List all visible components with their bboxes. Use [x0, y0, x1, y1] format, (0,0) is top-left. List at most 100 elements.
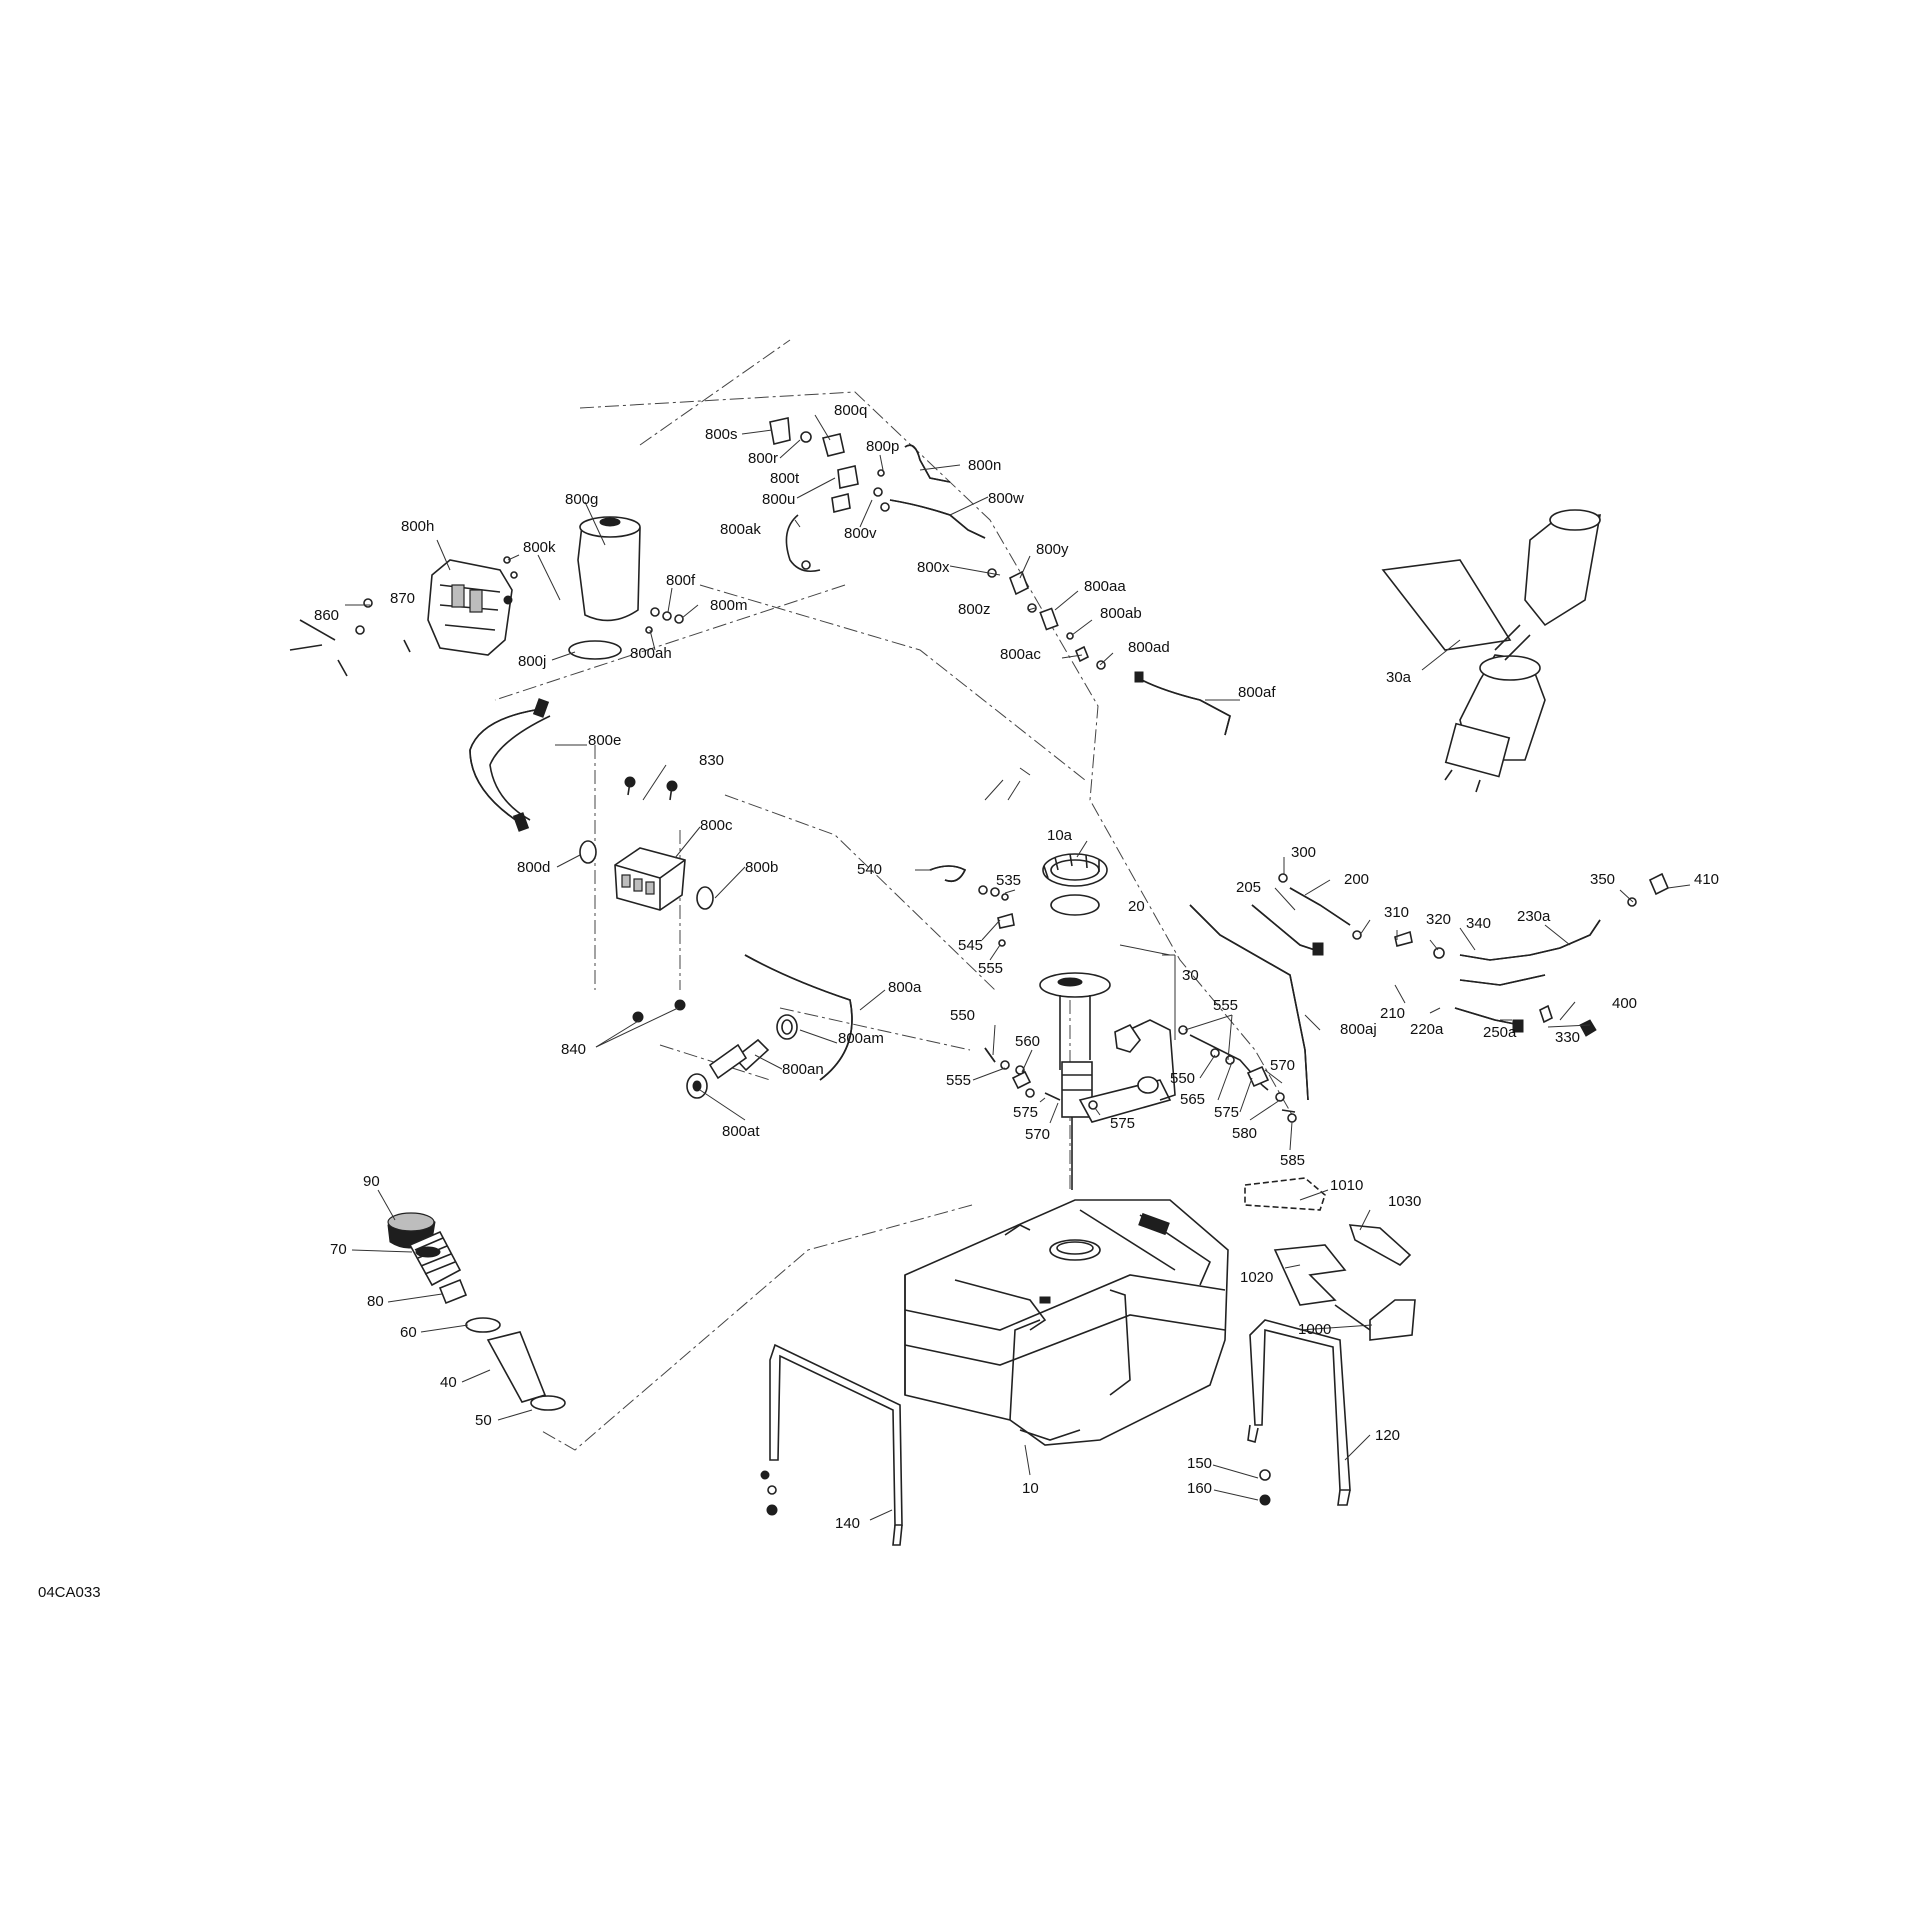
callout-60: 60 [400, 1324, 417, 1341]
callout-555-left: 555 [946, 1072, 971, 1089]
figure-code: 04CA033 [38, 1584, 101, 1601]
fuel-tank-10 [904, 1199, 1229, 1446]
callout-800ak: 800ak [720, 521, 761, 538]
callout-10a: 10a [1047, 827, 1073, 844]
callout-535: 535 [996, 872, 1021, 889]
callout-560: 560 [1015, 1033, 1040, 1050]
callout-220a: 220a [1410, 1021, 1444, 1038]
vent-hose-540 [929, 865, 1098, 1110]
callout-800f: 800f [666, 572, 696, 589]
callout-800v: 800v [844, 525, 877, 542]
callout-800t: 800t [770, 470, 800, 487]
callout-800ad: 800ad [1128, 639, 1170, 656]
callout-800r: 800r [748, 450, 778, 467]
callout-160: 160 [1187, 1480, 1212, 1497]
callout-340: 340 [1466, 915, 1491, 932]
callout-580: 580 [1232, 1125, 1257, 1142]
callout-350: 350 [1590, 871, 1615, 888]
callout-800b: 800b [745, 859, 778, 876]
callout-140: 140 [835, 1515, 860, 1532]
callout-30a: 30a [1386, 669, 1412, 686]
callout-545: 545 [958, 937, 983, 954]
heat-shields [1244, 1177, 1416, 1341]
callout-90: 90 [363, 1173, 380, 1190]
callout-labels: 800s 800q 800r 800p 800t 800n 800u 800w … [314, 402, 1719, 1532]
callout-800ac: 800ac [1000, 646, 1041, 663]
callout-800am: 800am [838, 1030, 884, 1047]
callout-840: 840 [561, 1041, 586, 1058]
callout-800z: 800z [958, 601, 991, 618]
callout-555-right: 555 [1213, 997, 1238, 1014]
callout-800e: 800e [588, 732, 621, 749]
callout-800an: 800an [782, 1061, 824, 1078]
callout-800a: 800a [888, 979, 922, 996]
filler-neck-assembly [387, 1212, 566, 1411]
callout-120: 120 [1375, 1427, 1400, 1444]
callout-150: 150 [1187, 1455, 1212, 1472]
callout-80: 80 [367, 1293, 384, 1310]
callout-310: 310 [1384, 904, 1409, 921]
callout-250a: 250a [1483, 1024, 1517, 1041]
callout-330: 330 [1555, 1029, 1580, 1046]
callout-30: 30 [1182, 967, 1199, 984]
callout-800d: 800d [517, 859, 550, 876]
callout-575-mid: 575 [1110, 1115, 1135, 1132]
fuel-pump-module-30a [1381, 509, 1601, 793]
callout-800p: 800p [866, 438, 899, 455]
callout-1000: 1000 [1298, 1321, 1331, 1338]
callout-leaders [345, 414, 1691, 1521]
callout-200: 200 [1344, 871, 1369, 888]
callout-210: 210 [1380, 1005, 1405, 1022]
callout-800ah: 800ah [630, 645, 672, 662]
callout-800af: 800af [1238, 684, 1276, 701]
callout-800x: 800x [917, 559, 950, 576]
fuel-lines-right [1189, 872, 1670, 1101]
callout-800aj: 800aj [1340, 1021, 1377, 1038]
callout-800c: 800c [700, 817, 733, 834]
fuel-sender-unit [1039, 853, 1176, 1190]
callout-585: 585 [1280, 1152, 1305, 1169]
callout-555: 555 [978, 960, 1003, 977]
callout-800at: 800at [722, 1123, 760, 1140]
callout-800j: 800j [518, 653, 546, 670]
callout-860: 860 [314, 607, 339, 624]
callout-575-left: 575 [1013, 1104, 1038, 1121]
callout-1030: 1030 [1388, 1193, 1421, 1210]
callout-800ab: 800ab [1100, 605, 1142, 622]
callout-230a: 230a [1517, 908, 1551, 925]
callout-300: 300 [1291, 844, 1316, 861]
callout-800q: 800q [834, 402, 867, 419]
callout-550-left: 550 [950, 1007, 975, 1024]
callout-800w: 800w [988, 490, 1024, 507]
callout-50: 50 [475, 1412, 492, 1429]
callout-800u: 800u [762, 491, 795, 508]
vent-valve-800c [579, 776, 714, 1023]
callout-565: 565 [1180, 1091, 1205, 1108]
callout-830: 830 [699, 752, 724, 769]
callout-70: 70 [330, 1241, 347, 1258]
callout-800n: 800n [968, 457, 1001, 474]
callout-800k: 800k [523, 539, 556, 556]
callout-800s: 800s [705, 426, 738, 443]
callout-550-right: 550 [1170, 1070, 1195, 1087]
callout-570-left: 570 [1025, 1126, 1050, 1143]
hose-800a-and-fittings [686, 954, 853, 1099]
callout-575-right: 575 [1214, 1104, 1239, 1121]
callout-800y: 800y [1036, 541, 1069, 558]
callout-1010: 1010 [1330, 1177, 1363, 1194]
callout-800m: 800m [710, 597, 748, 614]
callout-400: 400 [1612, 995, 1637, 1012]
callout-870: 870 [390, 590, 415, 607]
fuel-rail-assembly [289, 516, 684, 677]
callout-1020: 1020 [1240, 1269, 1273, 1286]
callout-800aa: 800aa [1084, 578, 1126, 595]
callout-410: 410 [1694, 871, 1719, 888]
callout-10: 10 [1022, 1480, 1039, 1497]
hose-800e [469, 698, 551, 832]
callout-320: 320 [1426, 911, 1451, 928]
callout-540: 540 [857, 861, 882, 878]
callout-800h: 800h [401, 518, 434, 535]
callout-205: 205 [1236, 879, 1261, 896]
callout-40: 40 [440, 1374, 457, 1391]
